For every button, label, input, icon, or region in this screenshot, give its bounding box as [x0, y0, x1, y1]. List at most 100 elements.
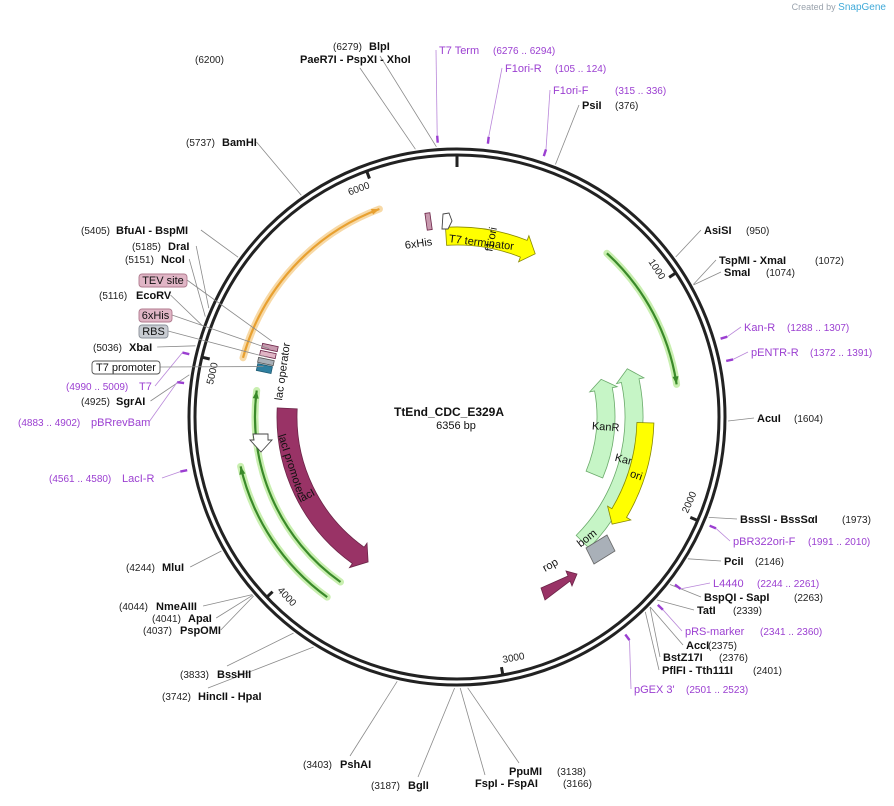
primer-f1ori-r: F1ori-R: [505, 63, 542, 75]
tick-4000: [265, 590, 274, 599]
site-pos-pshai: (3403): [303, 760, 332, 771]
primer-leader-kan-r: [727, 326, 742, 338]
backbone-outer-ring: [187, 147, 727, 687]
leader-ecorv: [170, 294, 203, 326]
site-pos-tspmi-xmai: (1072): [815, 256, 844, 267]
leader-pspomi: [220, 595, 254, 631]
site-pos-acci: (2375): [708, 641, 737, 652]
leader-mlui: [190, 550, 222, 568]
leader-pflfi-tth111i: [644, 611, 660, 671]
site-asisi: AsiSI: [704, 225, 732, 237]
site-pos-bsshii: (3833): [180, 670, 209, 681]
site-drai: DraI: [168, 241, 189, 253]
box-label-tev-site: TEV site: [142, 275, 184, 287]
leader-pshai: [349, 681, 398, 757]
primer-pbrrevbam: pBRrevBam: [91, 417, 150, 429]
leader-drai: [195, 245, 210, 309]
snapgene-credit: Created by SnapGene: [792, 2, 886, 13]
rop-label: rop: [541, 556, 561, 574]
leader-bsshii: [226, 632, 294, 667]
green-orf-bottom: [239, 466, 328, 598]
green-orf-left: [253, 390, 342, 583]
primer-range-pentr-r: (1372 .. 1391): [810, 348, 872, 359]
green-orf-bottom-glow: [237, 462, 331, 601]
tick-label-6000: 6000: [347, 180, 372, 198]
site-pos-smai: (1074): [766, 268, 795, 279]
site-pos-nmeaiii: (4044): [119, 602, 148, 613]
site-pcii: PciI: [724, 556, 744, 568]
leader-fspi-fspai: [459, 687, 486, 776]
primer-mark-pbrrevbam: [177, 381, 185, 385]
tick-label-1000: 1000: [646, 257, 668, 282]
site-pos-apai: (4041): [152, 614, 181, 625]
primer-t7: T7: [139, 381, 152, 393]
primer-leader-l4440: [680, 582, 711, 590]
site-pos-ecorv: (5116): [99, 291, 127, 302]
orange-orf-head: [370, 209, 380, 215]
site-pos-mlui: (4244): [126, 563, 155, 574]
primer-mark-f1ori-f: [542, 149, 548, 157]
leader-smai: [693, 271, 722, 286]
box-leader-6xhis: [171, 314, 270, 349]
box-6xhis: [138, 308, 173, 323]
primer-range-f1ori-r: (105 .. 124): [555, 64, 606, 75]
tev-glyph: [261, 342, 279, 353]
t7-promoter-glyph: [255, 363, 273, 375]
leader-acci: [649, 606, 684, 646]
primer-t7-term: T7 Term: [439, 45, 479, 57]
site-pos-psii: (376): [615, 101, 638, 112]
leader-xbai: [157, 345, 196, 348]
primer-mark-prs-marker: [656, 604, 664, 611]
primer-prs-marker: pRS-marker: [685, 626, 745, 638]
leader-sgrai: [150, 374, 190, 402]
primer-leader-t7: [154, 352, 183, 387]
green-orf-right-head: [672, 376, 679, 385]
primer-range-t7: (4990 .. 5009): [66, 382, 128, 393]
primer-leader-f1ori-r: [488, 67, 503, 137]
primer-kan-r: Kan-R: [744, 322, 775, 334]
site-tati: TatI: [697, 605, 716, 617]
labels-layer: (6279)BlpI(6200)PaeR7I - PspXI - XhoI(37…: [18, 41, 872, 792]
site-psii: PsiI: [582, 100, 602, 112]
outer-arcs-layer: [237, 205, 681, 601]
plasmid-name: TtEnd_CDC_E329A: [394, 405, 504, 419]
t7-terminator-glyph: [441, 212, 453, 230]
site-pos-ncoi: (5151): [125, 255, 154, 266]
site-bfuai-bspmi: BfuAI - BspMI: [116, 225, 188, 237]
primer-mark-f1ori-r: [486, 136, 490, 144]
feature-label-f1-ori: f1 ori: [483, 226, 499, 252]
primer-range-pbrrevbam: (4883 .. 4902): [18, 418, 80, 429]
primer-range-laci-r: (4561 .. 4580): [49, 474, 111, 485]
leader-bspqi-sapi: [669, 584, 702, 598]
primer-f1ori-f: F1ori-F: [553, 85, 589, 97]
tick-label-2000: 2000: [680, 490, 699, 515]
site-pos-pcii: (2146): [755, 557, 784, 568]
primer-leader-t7-term: [435, 49, 438, 136]
site-ecorv: EcoRV: [136, 290, 172, 302]
box-label-rbs: RBS: [142, 326, 165, 338]
snapgene-logo: SnapGene: [838, 2, 886, 13]
primer-range-l4440: (2244 .. 2261): [757, 579, 819, 590]
primer-leader-pentr-r: [732, 351, 749, 360]
site-pos-drai: (5185): [132, 242, 161, 253]
leader-nmeaiii: [203, 594, 253, 607]
primer-leader-pbrrevbam: [148, 381, 178, 423]
feature-label-kanr-b: KanR: [591, 420, 619, 434]
box-leader-rbs: [167, 330, 267, 358]
site-fspi-fspai: FspI - FspAI: [475, 778, 538, 790]
leader-bsssi-bsss-i: [708, 517, 738, 520]
primer-mark-kan-r: [720, 335, 728, 340]
rop-arrow: [540, 570, 578, 601]
site-xbai: XbaI: [129, 342, 152, 354]
site-pshai: PshAI: [340, 759, 371, 771]
site-nmeaiii: NmeAIII: [156, 601, 197, 613]
primer-mark-pbr322ori-f: [709, 524, 717, 530]
primer-mark-pentr-r: [725, 358, 734, 363]
site-bamhi: BamHI: [222, 137, 257, 149]
site-paer7i-pspxi-xhoi: PaeR7I - PspXI - XhoI: [300, 54, 411, 66]
leader-apai: [215, 594, 254, 619]
box-t7-promoter: [91, 360, 161, 375]
rbs-glyph: [257, 356, 275, 367]
